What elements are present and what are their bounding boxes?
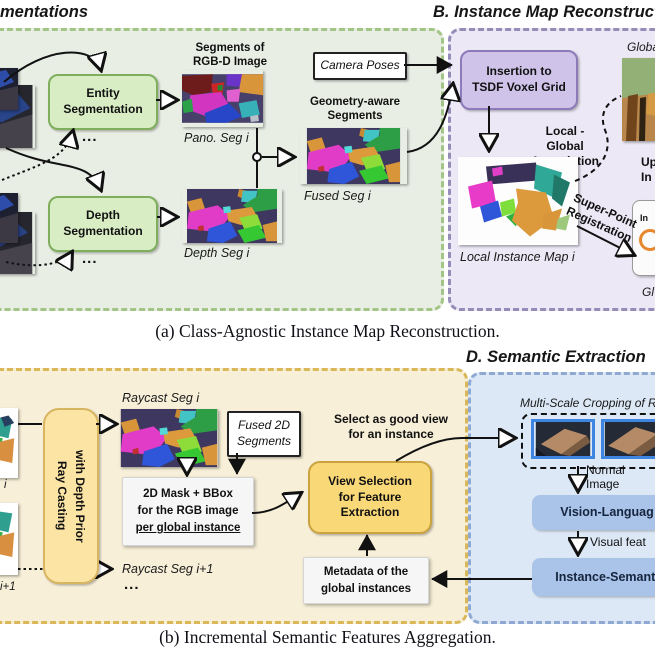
normal-image-label: Normal Image	[586, 463, 625, 491]
fused-2d-segments-box: Fused 2D Segments	[227, 411, 301, 457]
multiscale-cropping-label: Multi-Scale Cropping of R	[520, 396, 655, 410]
segments-of-rgbd-label: Segments of RGB-D Image	[192, 42, 268, 69]
crop-image-1	[531, 419, 595, 459]
updated-instances-label: Up In	[641, 155, 655, 184]
local-instance-map-image	[458, 157, 578, 245]
view-selection-box: View Selection for Feature Extraction	[308, 461, 432, 534]
entity-segmentation-box: Entity Segmentation	[48, 74, 158, 130]
rgbd-photo-front-2	[0, 193, 18, 243]
raycast-seg-caption: Raycast Seg i	[122, 391, 200, 405]
insertion-tsdf-label: Insertion to TSDF Voxel Grid	[472, 64, 566, 94]
ellipsis-raycast: ...	[124, 576, 140, 593]
crop-image-2	[601, 419, 655, 459]
vision-language-label: Vision-Languag	[560, 505, 654, 520]
fused-2d-segments-label: Fused 2D Segments	[236, 418, 292, 448]
depth-seg-caption: Depth Seg i	[184, 246, 250, 260]
ellipsis-depth: ...	[82, 250, 98, 267]
mask-bbox-box: 2D Mask + BBox for the RGB image per glo…	[122, 477, 254, 546]
depth-segmentation-box: Depth Segmentation	[48, 196, 158, 252]
map-thumb-i1-caption: i+1	[0, 581, 16, 593]
panel-a-title: mentations	[0, 3, 89, 21]
pano-seg-image	[182, 70, 263, 127]
map-thumb-i-caption: i	[4, 479, 7, 491]
fused-seg-image	[300, 128, 407, 184]
select-good-view-label: Select as good view for an instance	[333, 412, 449, 441]
global-instance-map-image	[622, 58, 655, 141]
entity-segmentation-label: Entity Segmentation	[63, 86, 143, 116]
vision-language-box: Vision-Languag	[532, 495, 655, 530]
global-map-label: Globa	[627, 40, 655, 54]
instance-semantic-label: Instance-Semanti	[555, 569, 655, 584]
insertion-tsdf-box: Insertion to TSDF Voxel Grid	[460, 50, 578, 110]
metadata-box: Metadata of the global instances	[303, 557, 429, 604]
camera-poses-box: Camera Poses	[313, 52, 407, 80]
view-selection-label: View Selection for Feature Extraction	[328, 474, 412, 520]
ray-casting-box: Ray Casting with Depth Prior	[43, 408, 99, 584]
instance-ring-icon	[639, 229, 655, 251]
caption-a: (a) Class-Agnostic Instance Map Reconstr…	[155, 321, 500, 341]
instance-card-label: In	[640, 213, 648, 223]
mask-bbox-line1: 2D Mask + BBox	[143, 488, 233, 501]
map-thumb-i1	[0, 503, 18, 575]
map-thumb-i	[0, 408, 18, 478]
instance-card: In	[632, 200, 655, 276]
raycast-seg-image	[120, 409, 218, 467]
multiscale-crop-region	[521, 413, 655, 469]
panel-d-title: D. Semantic Extraction	[466, 348, 646, 366]
panel-b-title: B. Instance Map Reconstruction	[433, 3, 655, 21]
visual-features-label: Visual feat	[590, 535, 646, 549]
depth-seg-image	[182, 189, 282, 243]
geometry-aware-label: Geometry-aware Segments	[309, 96, 401, 123]
ray-casting-label: Ray Casting with Depth Prior	[55, 449, 87, 543]
mask-bbox-line2: for the RGB image	[137, 505, 239, 518]
caption-b: (b) Incremental Semantic Features Aggreg…	[159, 627, 496, 647]
rgbd-photo-front-1	[0, 68, 18, 110]
mask-bbox-line3: per global instance	[135, 521, 241, 534]
instance-semantic-box: Instance-Semanti	[532, 558, 655, 596]
metadata-label: Metadata of the global instances	[320, 565, 412, 595]
depth-segmentation-label: Depth Segmentation	[63, 208, 143, 238]
global-map-caption: Gl	[642, 285, 654, 299]
raycast-next-caption: Raycast Seg i+1	[122, 562, 214, 576]
local-instance-map-caption: Local Instance Map i	[460, 250, 575, 264]
camera-poses-label: Camera Poses	[320, 58, 400, 73]
ellipsis-entity: ...	[82, 128, 98, 145]
fused-seg-caption: Fused Seg i	[304, 189, 371, 203]
pano-seg-caption: Pano. Seg i	[184, 131, 249, 145]
